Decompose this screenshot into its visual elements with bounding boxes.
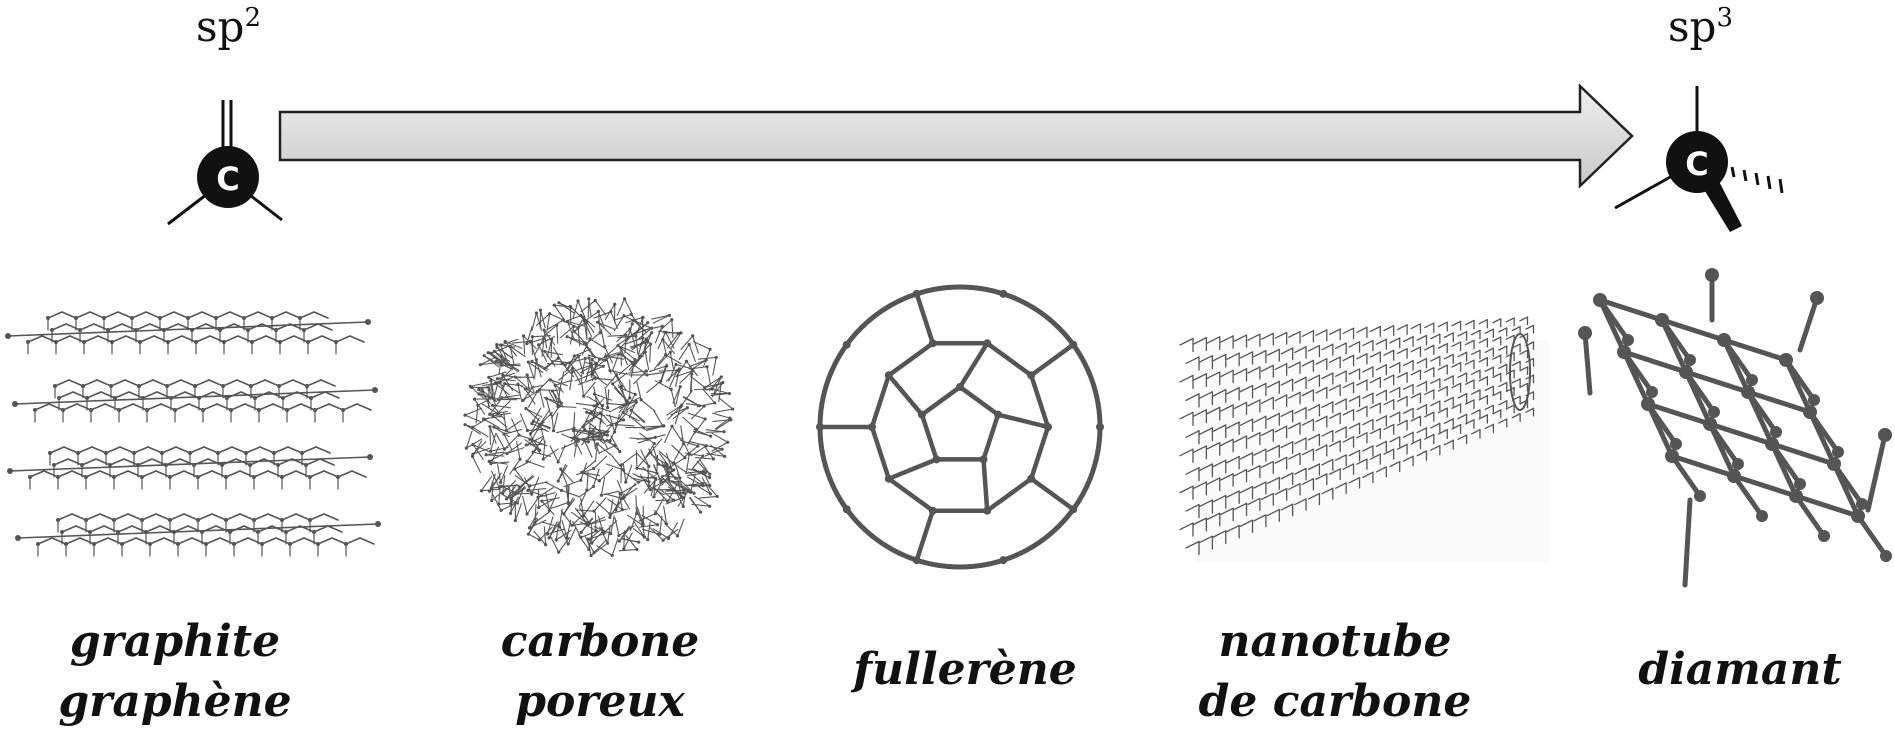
sp3-carbon-atom: C — [1615, 86, 1782, 232]
sp3-atom-symbol: C — [1685, 145, 1708, 183]
label-fullerene: fullerène — [830, 640, 1100, 700]
transition-arrow — [280, 86, 1632, 186]
label-diamond: diamant — [1610, 640, 1870, 700]
graphite-structure-image — [5, 312, 381, 556]
fullerene-structure-image — [816, 287, 1104, 567]
porous-carbon-structure-image — [463, 297, 734, 557]
diamond-structure-image — [1578, 268, 1892, 585]
sp2-carbon-atom: C — [168, 100, 282, 224]
sp2-atom-symbol: C — [216, 160, 239, 198]
nanotube-structure-image — [1180, 317, 1550, 562]
